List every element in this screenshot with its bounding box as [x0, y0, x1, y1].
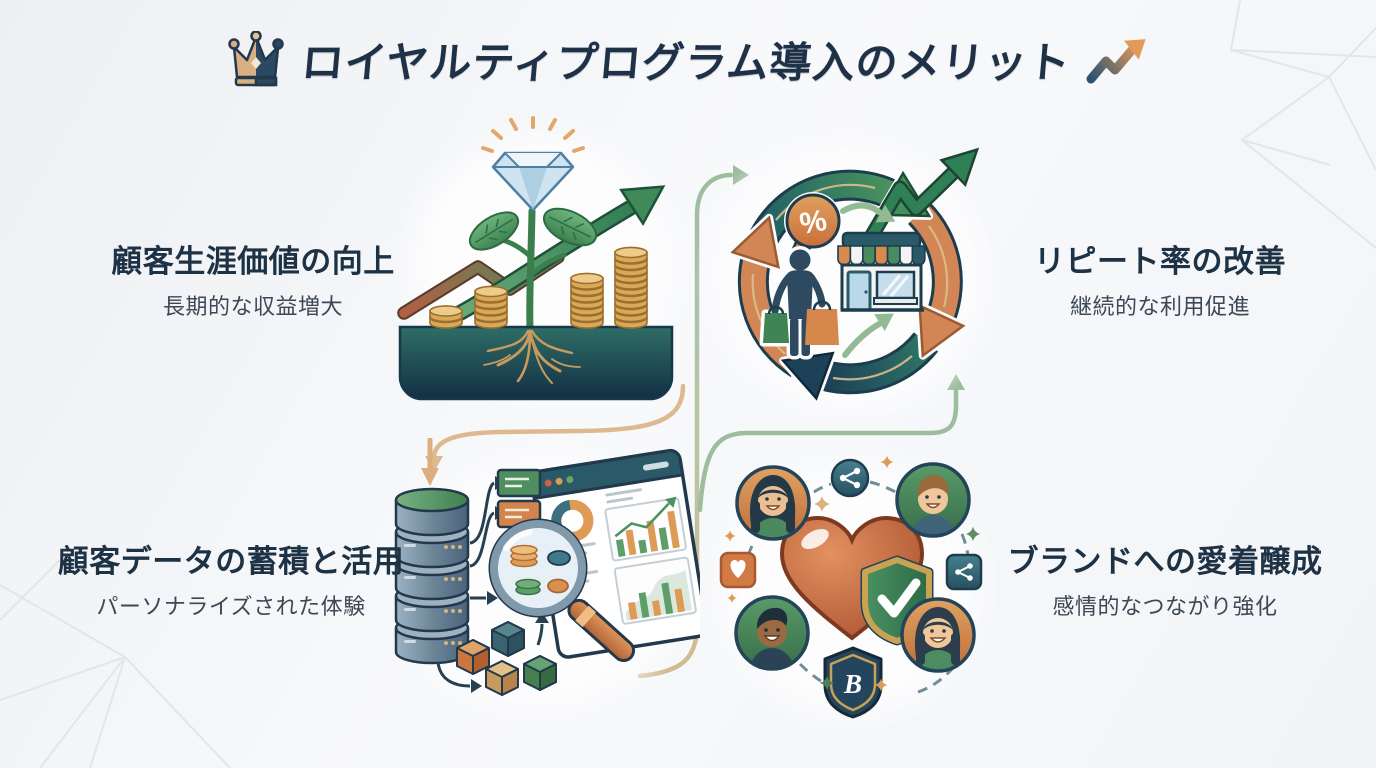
avatar-woman-top-left — [735, 465, 811, 541]
avatar-woman-bottom-right — [900, 597, 976, 673]
ground-block — [398, 325, 674, 401]
storefront-icon — [837, 231, 926, 312]
data-analytics-illustration — [388, 438, 700, 728]
diamond-icon — [491, 151, 575, 212]
brand-badge-icon: B — [823, 646, 883, 719]
magnifier-icon — [488, 518, 636, 663]
benefit-label-top-left: 顧客生涯価値の向上 長期的な収益増大 — [78, 244, 428, 321]
database-icon — [394, 487, 470, 665]
percent-symbol: % — [797, 204, 829, 241]
coin-stack-1 — [429, 305, 463, 329]
like-icon-square — [719, 551, 757, 589]
flow-arrow-small — [840, 202, 882, 358]
benefit-heading: 顧客データの蓄積と活用 — [57, 544, 405, 579]
page-title: ロイヤルティプログラム導入のメリット — [299, 38, 1073, 86]
avatar-man-top-right — [895, 462, 971, 538]
bar-chart-1 — [604, 496, 687, 562]
sun-rays — [481, 116, 585, 153]
data-flow-arrows — [436, 481, 544, 688]
coin-stack-4 — [614, 246, 648, 329]
leaf-left — [468, 211, 520, 251]
benefit-heading: リピート率の改善 — [1034, 244, 1286, 279]
coins-in-lens — [510, 544, 571, 596]
share-icon-square — [945, 553, 983, 591]
growth-illustration — [390, 115, 690, 415]
brand-love-illustration: B — [700, 442, 1000, 734]
plant-stem — [526, 207, 536, 333]
benefit-label-top-right: リピート率の改善 継続的な利用促進 — [1000, 244, 1320, 321]
benefit-subheading: 継続的な利用促進 — [1069, 293, 1250, 319]
page-title-bar: ロイヤルティプログラム導入のメリット — [0, 26, 1376, 92]
share-icon-circle — [830, 458, 870, 498]
benefit-subheading: 長期的な収益増大 — [162, 293, 343, 319]
coin-stack-3 — [570, 272, 604, 329]
trend-up-icon — [1086, 39, 1147, 84]
database-leds — [444, 545, 462, 645]
discount-percent-bubble: % — [784, 192, 842, 263]
avatar-man-bottom-left — [734, 595, 810, 671]
benefit-label-bottom-right: ブランドへの愛着醸成 感情的なつながり強化 — [1000, 544, 1330, 621]
badge-letter: B — [843, 669, 862, 699]
coin-stack-2 — [474, 285, 508, 329]
benefit-label-bottom-left: 顧客データの蓄積と活用 パーソナライズされた体験 — [56, 544, 406, 621]
bar-chart-2 — [613, 556, 697, 625]
roots — [483, 329, 581, 384]
leaf-right — [542, 207, 598, 247]
data-cubes — [456, 621, 557, 696]
crown-icon — [227, 31, 284, 87]
benefit-heading: ブランドへの愛着醸成 — [1007, 544, 1323, 579]
data-card-green — [496, 468, 542, 498]
benefit-subheading: 感情的なつながり強化 — [1052, 593, 1278, 619]
repeat-cycle-illustration: % — [695, 125, 1005, 430]
benefit-subheading: パーソナライズされた体験 — [96, 593, 366, 619]
benefit-heading: 顧客生涯価値の向上 — [111, 244, 395, 279]
growth-arrowhead — [619, 185, 666, 227]
